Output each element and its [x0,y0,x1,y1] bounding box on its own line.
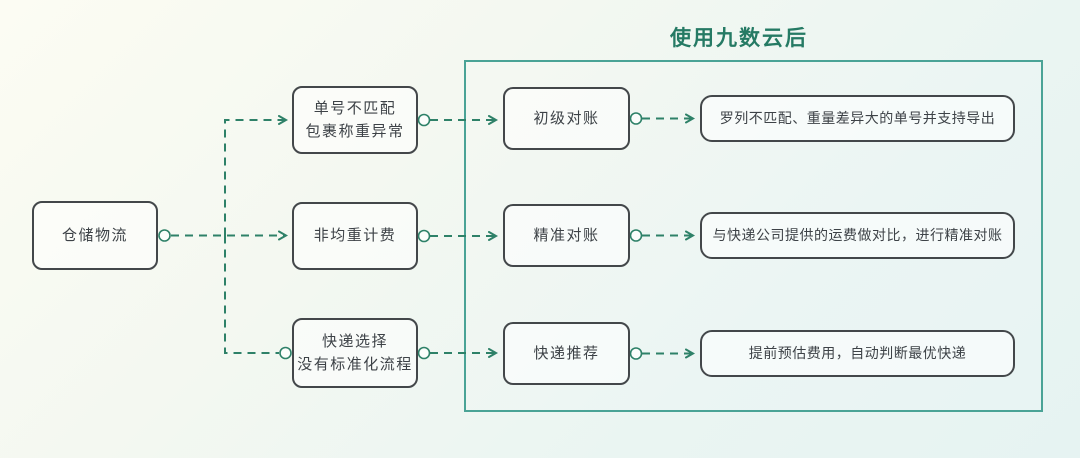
edge-source-to-problem1 [224,115,289,236]
node-problem-nonuniform-billing: 非均重计费 [292,202,418,270]
connector-endpoint-circle [417,346,431,360]
node-result-compare-freight: 与快递公司提供的运费做对比，进行精准对账 [700,212,1015,259]
connector-endpoint-circle [279,346,292,360]
node-warehouse-logistics: 仓储物流 [32,201,158,270]
node-result-estimate-cost: 提前预估费用，自动判断最优快递 [700,330,1015,377]
connector-endpoint-circle [158,229,171,242]
node-solution-precise-reconciliation: 精准对账 [503,204,630,267]
edge-source-to-problem3 [224,235,279,354]
node-solution-basic-reconciliation: 初级对账 [503,87,630,150]
node-problem-tracking-mismatch: 单号不匹配 包裹称重异常 [292,86,418,154]
node-solution-courier-recommendation: 快递推荐 [503,322,630,385]
node-result-list-mismatch-export: 罗列不匹配、重量差异大的单号并支持导出 [700,95,1015,142]
section-title: 使用九数云后 [670,27,808,50]
connector-endpoint-circle [417,113,431,127]
connector-endpoint-circle [417,229,431,243]
node-problem-courier-selection: 快递选择 没有标准化流程 [292,318,418,388]
